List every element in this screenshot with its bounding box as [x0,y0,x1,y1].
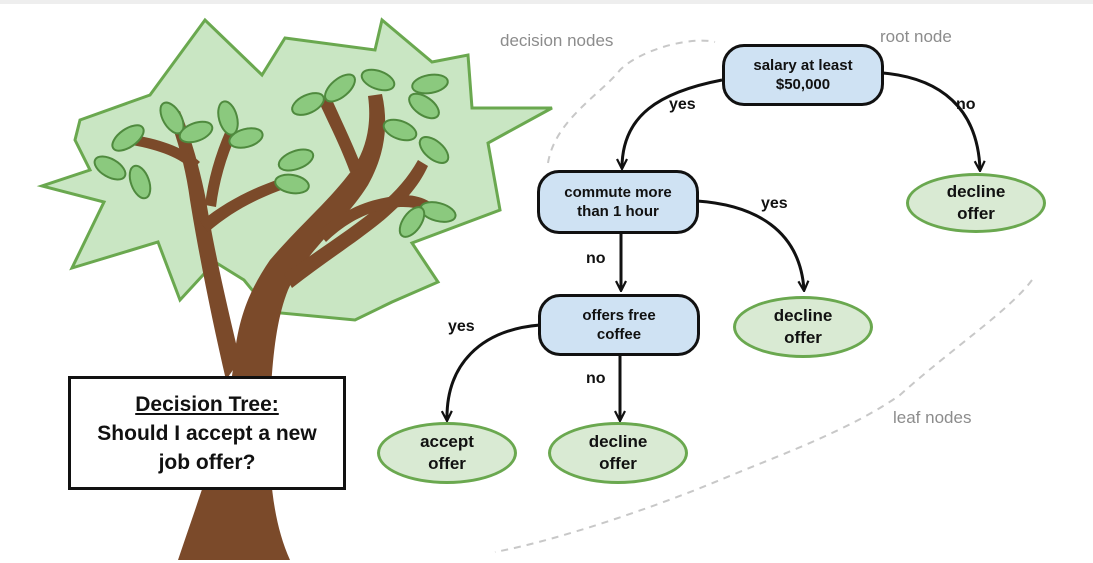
decision-node-commute-text: commute more than 1 hour [564,184,672,220]
title-question: Should I accept a new job offer? [97,422,317,474]
root-node-label: root node [880,27,952,46]
edge-label-commute-no: no [586,250,606,267]
root-node-salary: salary at least $50,000 [722,44,884,106]
leaf-node-decline-bottom-text: decline offer [588,432,648,473]
leaf-node-decline-top-text: decline offer [946,182,1006,223]
leaf-node-decline-mid-text: decline offer [773,306,833,347]
leaf-node-accept-text: accept offer [420,432,474,473]
edge-label-coffee-yes: yes [448,318,475,335]
top-border [0,0,1093,4]
leaf-node-decline-top: decline offer [906,173,1046,233]
edge-label-coffee-no: no [586,370,606,387]
edge-salary-yes [622,78,723,168]
decision-nodes-outline [547,39,716,164]
leaf-nodes-label: leaf nodes [893,408,972,427]
edge-salary-no [882,71,980,170]
edge-label-commute-yes: yes [761,195,788,212]
leaf-node-accept: accept offer [377,422,517,484]
edge-commute-yes [696,199,804,290]
group-outlines [494,39,1033,553]
leaf-nodes-outline [494,279,1033,553]
edge-label-salary-yes: yes [669,96,696,113]
decision-nodes-label: decision nodes [500,31,614,50]
leaf-node-decline-mid: decline offer [733,296,873,358]
leaf-node-decline-bottom: decline offer [548,422,688,484]
decision-node-coffee: offers free coffee [538,294,700,356]
edge-coffee-yes [447,323,541,420]
tree-leaves [93,68,457,238]
diagram-edges [447,71,980,420]
title-box: Decision Tree: Should I accept a new job… [68,376,346,490]
decision-node-commute: commute more than 1 hour [537,170,699,234]
decision-node-coffee-text: offers free coffee [582,307,656,343]
root-node-salary-text: salary at least $50,000 [753,57,853,93]
edge-label-salary-no: no [956,96,976,113]
title-heading: Decision Tree: [135,393,279,416]
